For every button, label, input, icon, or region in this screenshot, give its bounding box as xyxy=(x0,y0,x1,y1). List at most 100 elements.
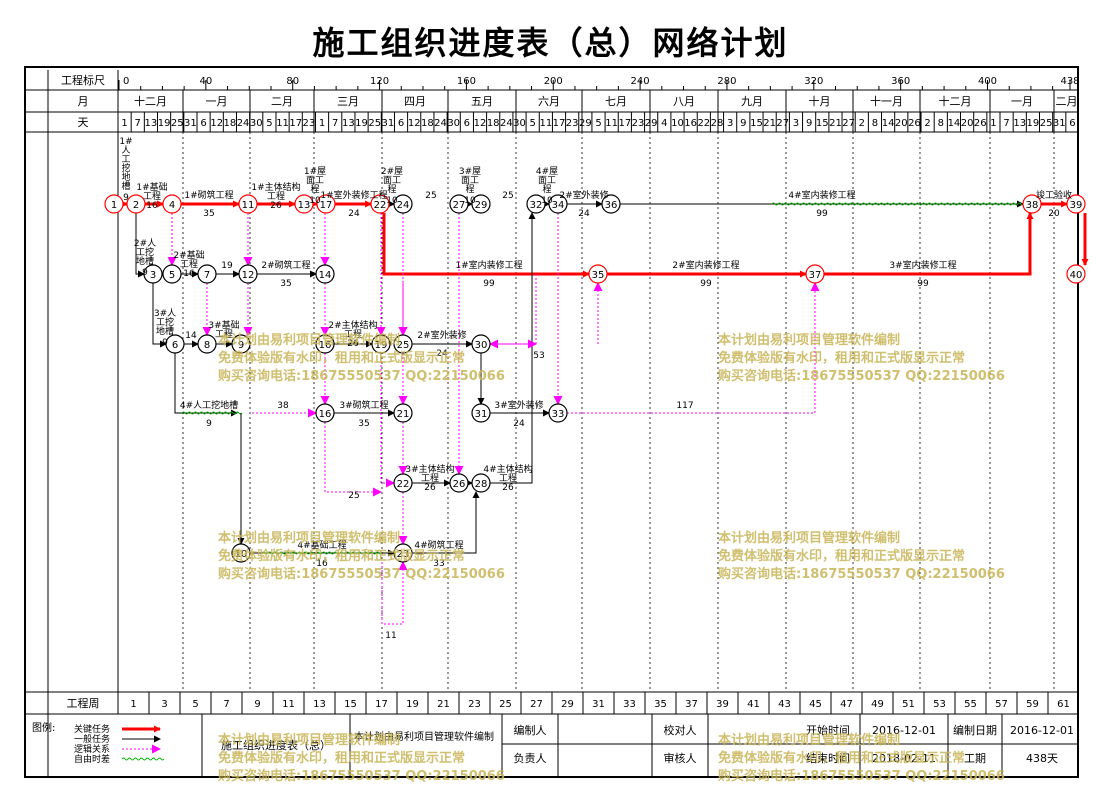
task-duration: 10 xyxy=(386,196,398,206)
month-cell: 六月 xyxy=(538,95,560,108)
node-label: 5 xyxy=(169,270,175,281)
day-cell: 21 xyxy=(763,118,776,129)
day-cell: 23 xyxy=(303,118,316,129)
node-label: 22 xyxy=(374,200,387,211)
day-cell: 25 xyxy=(1040,118,1053,129)
day-cell: 2 xyxy=(924,118,930,129)
day-cell: 31 xyxy=(184,118,197,129)
day-cell: 6 xyxy=(398,118,404,129)
task-label: 2#屋 xyxy=(381,166,403,177)
task-duration: 25 xyxy=(425,191,436,201)
day-cell: 11 xyxy=(605,118,618,129)
task-duration: 38 xyxy=(277,401,289,411)
week-cell: 61 xyxy=(1057,699,1070,710)
week-label: 工程周 xyxy=(67,697,100,710)
node-label: 39 xyxy=(1070,200,1083,211)
scale-tick-label: 0 xyxy=(123,76,129,87)
legend-item-label: 一般任务 xyxy=(74,733,110,745)
day-cell: 9 xyxy=(740,118,746,129)
task-label: 地槽 xyxy=(156,325,174,337)
watermark-line: 免费体验版有水印，租用和正式版显示正常 xyxy=(718,549,966,564)
node-label: 11 xyxy=(242,200,255,211)
day-cell: 23 xyxy=(632,118,645,129)
watermark-line: 本计划由易利项目管理软件编制 xyxy=(718,531,901,546)
day-cell: 5 xyxy=(595,118,601,129)
scale-tick-label: 120 xyxy=(370,76,389,87)
day-cell: 29 xyxy=(579,118,592,129)
legend-title: 图例: xyxy=(32,721,55,734)
day-cell: 12 xyxy=(408,118,421,129)
week-cell: 21 xyxy=(437,699,450,710)
node-23 xyxy=(393,543,413,563)
task-label: 4#人工挖地槽 xyxy=(180,399,238,411)
watermark-line: 本计划由易利项目管理软件编制 xyxy=(718,333,901,348)
week-cell: 25 xyxy=(499,699,512,710)
logic-link-arrow xyxy=(381,561,408,625)
task-duration: 35 xyxy=(358,419,369,429)
watermark: 本计划由易利项目管理软件编制免费体验版有水印，租用和正式版显示正常购买咨询电话:… xyxy=(718,530,1005,584)
legend-item-label: 关键任务 xyxy=(74,723,110,735)
page-title: 施工组织进度表（总）网络计划 xyxy=(312,24,789,62)
day-cell: 26 xyxy=(908,118,921,129)
day-cell: 2 xyxy=(859,118,865,129)
task-label: 工程 xyxy=(499,473,517,484)
watermark-line: 免费体验版有水印，租用和正式版显示正常 xyxy=(218,751,466,766)
month-cell: 一月 xyxy=(206,95,228,108)
node-label: 27 xyxy=(453,200,466,211)
node-label: 29 xyxy=(475,200,488,211)
node-4 xyxy=(162,194,182,214)
node-13 xyxy=(294,194,314,214)
week-cell: 43 xyxy=(778,699,791,710)
node-1 xyxy=(104,194,124,214)
node-label: 34 xyxy=(552,200,565,211)
task-duration: 11 xyxy=(385,631,396,641)
task-label: 1#屋 xyxy=(304,166,326,177)
task-label: 2#基础 xyxy=(173,249,204,261)
scale-label: 工程标尺 xyxy=(61,73,105,87)
week-cell: 29 xyxy=(561,699,574,710)
day-cell: 11 xyxy=(539,118,552,129)
day-cell: 1 xyxy=(319,118,325,129)
task-duration: 35 xyxy=(203,209,214,219)
day-cell: 31 xyxy=(382,118,395,129)
task-label: 2#室外装修 xyxy=(417,329,466,341)
task-duration: 25 xyxy=(348,491,359,501)
task-label: 程 xyxy=(387,184,396,195)
task-duration: 16 xyxy=(183,269,195,279)
day-cell: 1 xyxy=(121,118,127,129)
node-label: 9 xyxy=(238,340,244,351)
free-float-wave xyxy=(261,551,383,555)
node-2 xyxy=(126,194,146,214)
node-16b xyxy=(315,403,335,423)
task-arrow xyxy=(152,283,167,348)
task-duration: 9 xyxy=(206,419,212,429)
day-cell: 24 xyxy=(237,118,250,129)
node-label: 16 xyxy=(319,409,332,420)
scale-tick-label: 280 xyxy=(717,76,736,87)
day-cell: 12 xyxy=(474,118,487,129)
day-cell: 16 xyxy=(684,118,697,129)
watermark-line: 本计划由易利项目管理软件编制 xyxy=(218,333,401,348)
task-label: 3#基础 xyxy=(208,319,239,331)
logic-link-arrow xyxy=(567,282,820,414)
node-11 xyxy=(238,194,258,214)
task-duration: 24 xyxy=(436,349,448,359)
week-cell: 19 xyxy=(406,699,419,710)
task-label: 4#基础工程 xyxy=(297,539,346,551)
task-label: 人 xyxy=(121,145,130,156)
node-label: 28 xyxy=(475,479,488,490)
node-label: 24 xyxy=(397,200,410,211)
node-6 xyxy=(165,334,185,354)
node-label: 16 xyxy=(319,340,332,351)
week-cell: 55 xyxy=(964,699,977,710)
node-label: 7 xyxy=(204,270,210,281)
task-label: 程 xyxy=(542,184,551,195)
node-label: 4 xyxy=(169,200,175,211)
task-duration: 16 xyxy=(146,201,158,211)
day-cell: 17 xyxy=(618,118,631,129)
end-label: 结束时间 xyxy=(806,752,850,765)
node-10 xyxy=(231,543,251,563)
task-label: 2#室外装修 xyxy=(559,189,608,201)
day-cell: 1 xyxy=(990,118,996,129)
week-cell: 9 xyxy=(254,699,260,710)
